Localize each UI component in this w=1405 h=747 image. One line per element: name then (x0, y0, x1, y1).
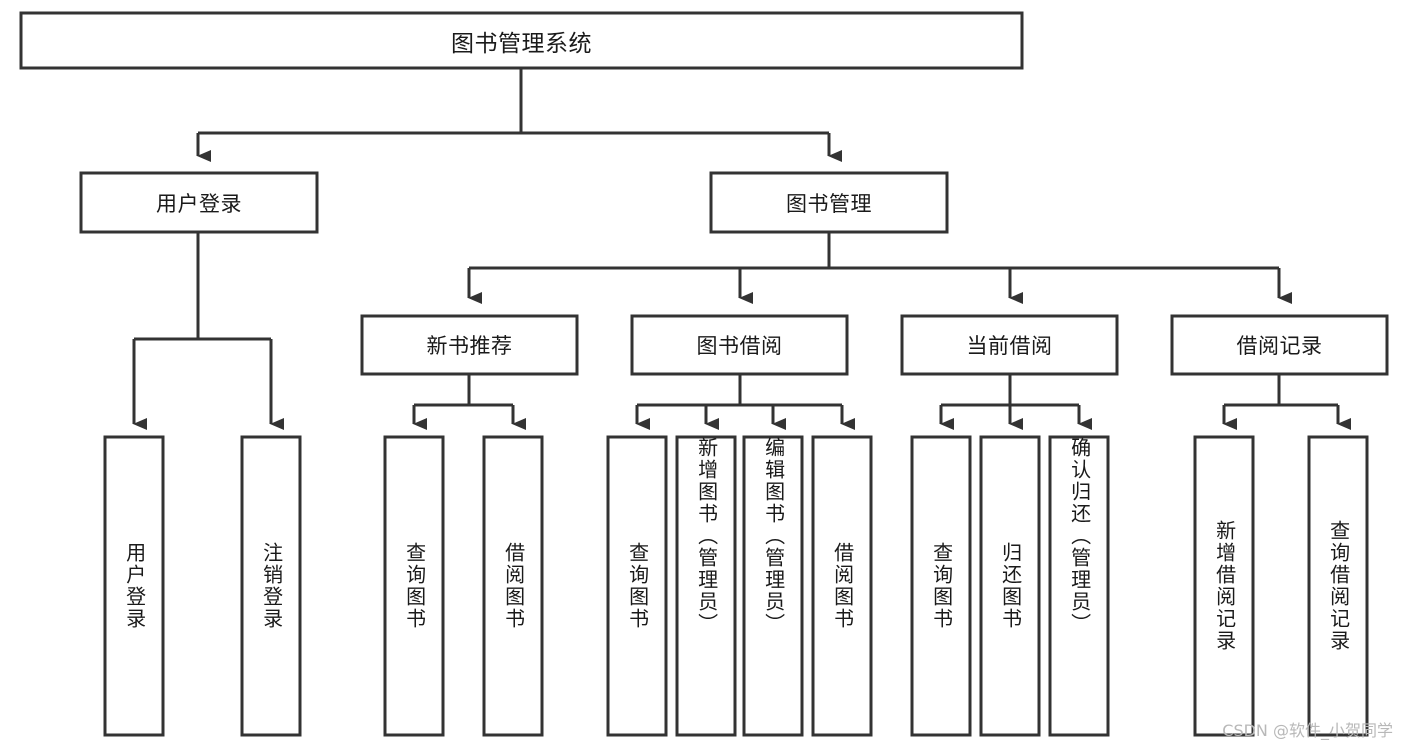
leaf-new-book-2[interactable] (482, 435, 544, 737)
leaf-book-borrow-4[interactable] (811, 435, 873, 737)
leaf-book-borrow-2[interactable] (675, 435, 737, 737)
leaf-new-book-1[interactable] (383, 435, 445, 737)
node-book-management[interactable] (709, 171, 949, 234)
node-root-book-management-system[interactable] (19, 11, 1024, 70)
leaf-current-borrow-3[interactable] (1048, 435, 1110, 737)
leaf-user-login-2[interactable] (240, 435, 302, 737)
node-new-book-recommend[interactable] (360, 314, 579, 376)
leaf-user-login-1[interactable] (103, 435, 165, 737)
leaf-current-borrow-2[interactable] (979, 435, 1041, 737)
node-borrow-record[interactable] (1170, 314, 1389, 376)
leaf-borrow-record-1[interactable] (1193, 435, 1255, 737)
node-user-login[interactable] (79, 171, 319, 234)
leaf-book-borrow-3[interactable] (742, 435, 804, 737)
leaf-current-borrow-1[interactable] (910, 435, 972, 737)
leaf-book-borrow-1[interactable] (606, 435, 668, 737)
node-book-borrow[interactable] (630, 314, 849, 376)
node-current-borrow[interactable] (900, 314, 1119, 376)
leaf-borrow-record-2[interactable] (1307, 435, 1369, 737)
